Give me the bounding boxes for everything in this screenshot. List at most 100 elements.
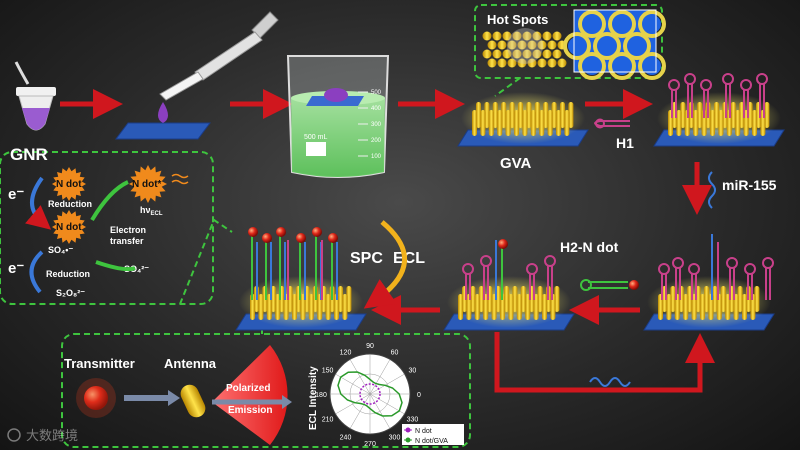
- emission-fan-icon: [212, 345, 288, 445]
- hotspot-gold-array: [482, 28, 567, 68]
- polar-tick-300: 300: [389, 434, 401, 441]
- beaker-mark-400: 400: [371, 106, 382, 112]
- gnr-label: GNR: [10, 145, 48, 164]
- beaker-icon: [286, 55, 390, 178]
- ecl-ndot-strand-0: [248, 227, 258, 300]
- transmitter-icon: [84, 386, 108, 410]
- h2-ndot-label: H2-N dot: [560, 239, 619, 255]
- ndot-burst-icon-2: [52, 210, 86, 244]
- reduction-label-1: Reduction: [48, 199, 92, 209]
- electron-transfer-label-1: Electron: [110, 225, 146, 235]
- antenna-rod-icon: [180, 384, 206, 418]
- watermark-text: 大数跨境: [26, 428, 78, 443]
- ecl-ndot-strand-4: [312, 227, 322, 300]
- ndot-star-label: N dot*: [132, 179, 162, 190]
- hairpin-h1-4: [740, 79, 752, 118]
- electrode-ecl: [235, 276, 367, 331]
- hairpin-h1-0: [668, 79, 680, 118]
- probe-layer: [248, 73, 774, 300]
- ndot-label-1: N dot: [56, 179, 82, 190]
- hairpin-mir-4: [744, 263, 756, 300]
- hotspot-connector: [494, 77, 521, 97]
- polar-legend-box: [402, 424, 464, 445]
- polar-tick-90: 90: [366, 343, 374, 350]
- mir155-strand-icon: [708, 171, 716, 209]
- beaker-volume-label: 500 mL: [304, 134, 327, 141]
- polarized-label: Polarized: [226, 383, 270, 394]
- beaker-scale: [358, 91, 368, 157]
- series-ndot-gva-trace: [337, 371, 403, 417]
- h1-label: H1: [616, 135, 634, 151]
- pipette-icon: [159, 11, 279, 101]
- polar-tick-180: 180: [315, 392, 327, 399]
- electrode-h2: [443, 276, 575, 331]
- arrow-loop-return: [494, 332, 715, 393]
- beaker-mark-300: 300: [371, 122, 382, 128]
- mechanism-connector: [179, 218, 233, 305]
- hairpin-h2-0: [462, 263, 474, 300]
- hairpin-h1-1: [684, 73, 696, 118]
- polar-tick-210: 210: [322, 417, 334, 424]
- hairpin-h1-3: [722, 73, 734, 118]
- ecl-ndot-strand-3: [296, 233, 306, 300]
- legend-ndot-gva: N dot/GVA: [415, 438, 448, 445]
- so4-label: SO₄²⁻: [124, 264, 149, 274]
- series-ndot-trace: [359, 383, 381, 405]
- polar-tick-120: 120: [340, 350, 352, 357]
- hairpin-mir-1: [672, 257, 684, 300]
- hairpin-mir-3: [726, 257, 738, 300]
- watermark-logo-icon: [7, 428, 21, 442]
- polar-tick-240: 240: [340, 434, 352, 441]
- process-arrows: [60, 89, 715, 393]
- electron-transfer-label-2: transfer: [110, 236, 144, 246]
- polar-tick-60: 60: [391, 350, 399, 357]
- hotspot-field-map: [563, 9, 666, 80]
- electrode-mir: [643, 276, 775, 331]
- s2o8-label: S₂O₈²⁻: [56, 288, 85, 298]
- electrode-gva: [457, 92, 589, 147]
- mechanism-panel: e⁻ e⁻ N dot N dot N dot* Reduction Reduc…: [8, 165, 189, 298]
- h2-ndot-hairpin-icon: [580, 279, 639, 291]
- ndot-label-2: N dot: [56, 222, 82, 233]
- h1-hairpin-icon: [594, 118, 630, 129]
- hairpin-h2-3: [544, 255, 556, 300]
- polar-tick-0: 0: [417, 392, 421, 399]
- hairpin-mir-2: [688, 263, 700, 300]
- emission-label: Emission: [228, 405, 272, 416]
- polar-tick-270: 270: [364, 441, 376, 448]
- watermark: 大数跨境: [7, 428, 78, 443]
- h2-ndot-strand: [498, 239, 508, 300]
- hairpin-mir-5: [762, 257, 774, 300]
- reduction-arrow-1: [25, 176, 52, 230]
- hairpin-mir-0: [658, 263, 670, 300]
- hotspot-label: Hot Spots: [487, 12, 548, 27]
- gnr-tube-icon: [14, 61, 56, 131]
- mechanism-box: [0, 151, 214, 305]
- beaker-mark-100: 100: [371, 154, 382, 160]
- ecl-ndot-strand-2: [276, 227, 286, 300]
- beaker-mark-500: 500: [371, 90, 382, 96]
- ecl-ndot-strand-1: [262, 233, 272, 300]
- substrate-step2: [115, 122, 211, 140]
- so4-arrow: [95, 260, 136, 272]
- polar-ylabel: ECL Intensity: [308, 366, 319, 430]
- ndot-star-burst-icon: [129, 165, 167, 203]
- hotspot-box: [474, 4, 663, 79]
- ecl-label: ECL: [393, 250, 425, 267]
- reduction-label-2: Reduction: [46, 269, 90, 279]
- hairpin-h1-5: [756, 73, 768, 118]
- legend-ndot: N dot: [415, 428, 432, 435]
- hairpin-h2-1: [480, 255, 492, 300]
- spc-label: SPC: [350, 250, 383, 267]
- spc-ecl-arc-arrow: [363, 220, 408, 309]
- loop-mir-strand: [589, 377, 631, 387]
- emission-wave-icon: [171, 173, 189, 185]
- ecl-ndot-strand-5: [328, 233, 338, 300]
- polar-tick-150: 150: [322, 368, 334, 375]
- polar-tick-30: 30: [409, 368, 417, 375]
- gnr-drop-icon: [158, 102, 168, 123]
- hairpin-h2-2: [526, 263, 538, 300]
